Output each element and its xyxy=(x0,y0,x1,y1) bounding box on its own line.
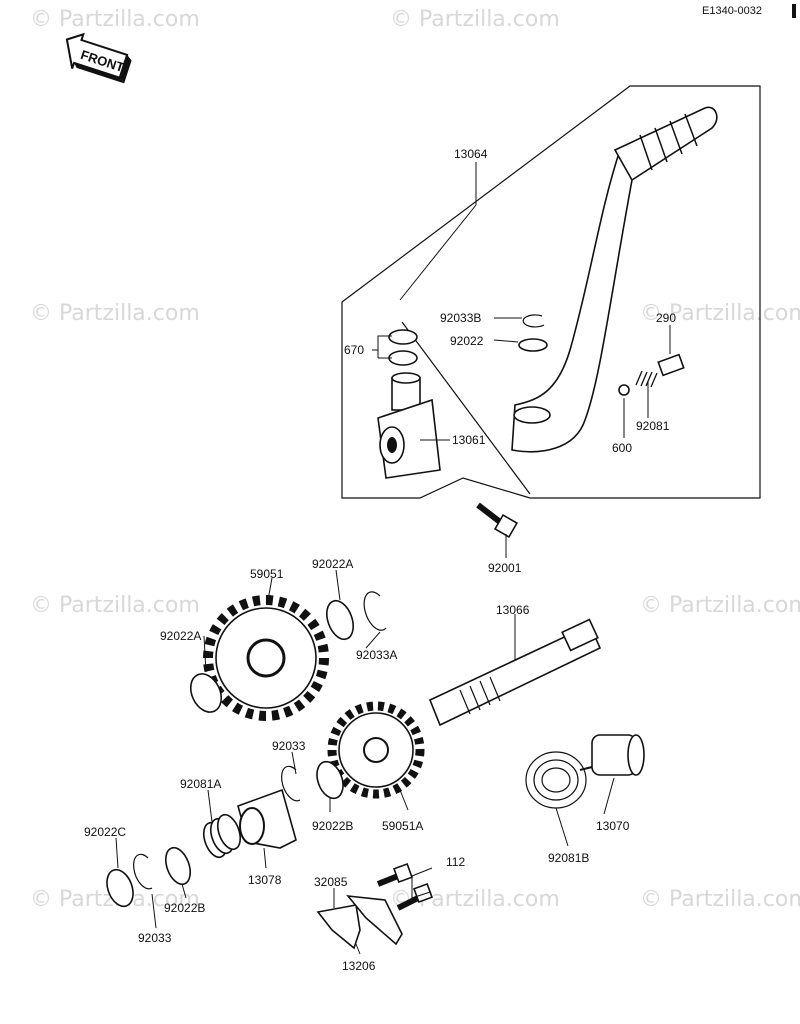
label-92022A-left: 92022A xyxy=(160,629,201,643)
leader-lines xyxy=(115,162,671,955)
watermark-text: © Partzilla.com xyxy=(390,7,560,32)
label-13206: 13206 xyxy=(342,959,376,973)
spring-92081A xyxy=(202,813,242,859)
circlip-92033A xyxy=(363,591,387,631)
circlip-pair xyxy=(388,329,418,366)
watermark-text: © Partzilla.com xyxy=(640,301,800,326)
label-92033A: 92033A xyxy=(356,648,397,662)
label-13078: 13078 xyxy=(248,873,282,887)
watermark-text: © Partzilla.com xyxy=(640,593,800,618)
label-670: 670 xyxy=(344,343,364,357)
edge-mark xyxy=(792,4,796,18)
gear-59051A xyxy=(327,701,425,799)
clip-92033B xyxy=(522,314,545,328)
label-92081: 92081 xyxy=(636,419,670,433)
assembly-divider xyxy=(401,321,531,495)
label-92033-low: 92033 xyxy=(138,931,172,945)
label-13066: 13066 xyxy=(496,603,530,617)
label-92033-mid: 92033 xyxy=(272,739,306,753)
bolt-112-lower xyxy=(396,883,433,911)
watermark-text: © Partzilla.com xyxy=(640,887,800,912)
watermark-text: © Partzilla.com xyxy=(30,593,200,618)
label-92022: 92022 xyxy=(450,334,484,348)
assembly-outline xyxy=(341,85,761,499)
label-59051A: 59051A xyxy=(382,819,423,833)
watermark-text: © Partzilla.com xyxy=(30,7,200,32)
watermark-text: © Partzilla.com xyxy=(30,301,200,326)
washer-92022C xyxy=(106,868,134,908)
kick-pedal-arm xyxy=(511,106,718,453)
label-600: 600 xyxy=(612,441,632,455)
washer-92022B-low xyxy=(164,846,192,886)
circlip-92033-mid xyxy=(281,765,301,802)
washer-92022A-top xyxy=(326,599,354,641)
label-290: 290 xyxy=(656,311,676,325)
spring-guide-13070 xyxy=(591,734,645,776)
label-112: 112 xyxy=(446,855,465,869)
spring-92081 xyxy=(635,370,658,388)
label-92033B: 92033B xyxy=(440,311,481,325)
label-13064: 13064 xyxy=(454,147,488,161)
gear-59051 xyxy=(203,595,329,721)
label-92022B-mid: 92022B xyxy=(312,819,353,833)
label-32085: 32085 xyxy=(314,875,348,889)
washer-92022A-left xyxy=(189,673,223,713)
kick-shaft-boss xyxy=(377,372,441,479)
ratchet-13078 xyxy=(237,788,297,849)
bolt-112-upper xyxy=(376,863,413,887)
washer-92022B-mid xyxy=(316,760,344,800)
plate-13206 xyxy=(346,894,403,946)
plug-290 xyxy=(657,353,685,377)
part-labels: 13064 92033B 92022 290 670 13061 92081 6… xyxy=(84,147,676,973)
label-92001: 92001 xyxy=(488,561,522,575)
label-13061: 13061 xyxy=(452,433,486,447)
bolt-92001 xyxy=(476,502,519,539)
plate-32085 xyxy=(316,904,361,950)
circlip-92033-low xyxy=(133,853,153,890)
kick-shaft-13066 xyxy=(428,618,602,727)
ball-600 xyxy=(618,384,630,396)
label-92022C: 92022C xyxy=(84,825,126,839)
reference-code: E1340-0032 xyxy=(702,5,762,17)
front-arrow-badge: FRONT xyxy=(65,32,132,84)
label-13070: 13070 xyxy=(596,819,630,833)
label-92022B-low: 92022B xyxy=(164,901,205,915)
label-59051: 59051 xyxy=(250,567,284,581)
label-92081A: 92081A xyxy=(180,777,221,791)
washer-92022 xyxy=(518,338,548,352)
label-92022A-top: 92022A xyxy=(312,557,353,571)
watermark-layer: © Partzilla.com © Partzilla.com © Partzi… xyxy=(30,7,800,912)
label-92081B: 92081B xyxy=(548,851,589,865)
